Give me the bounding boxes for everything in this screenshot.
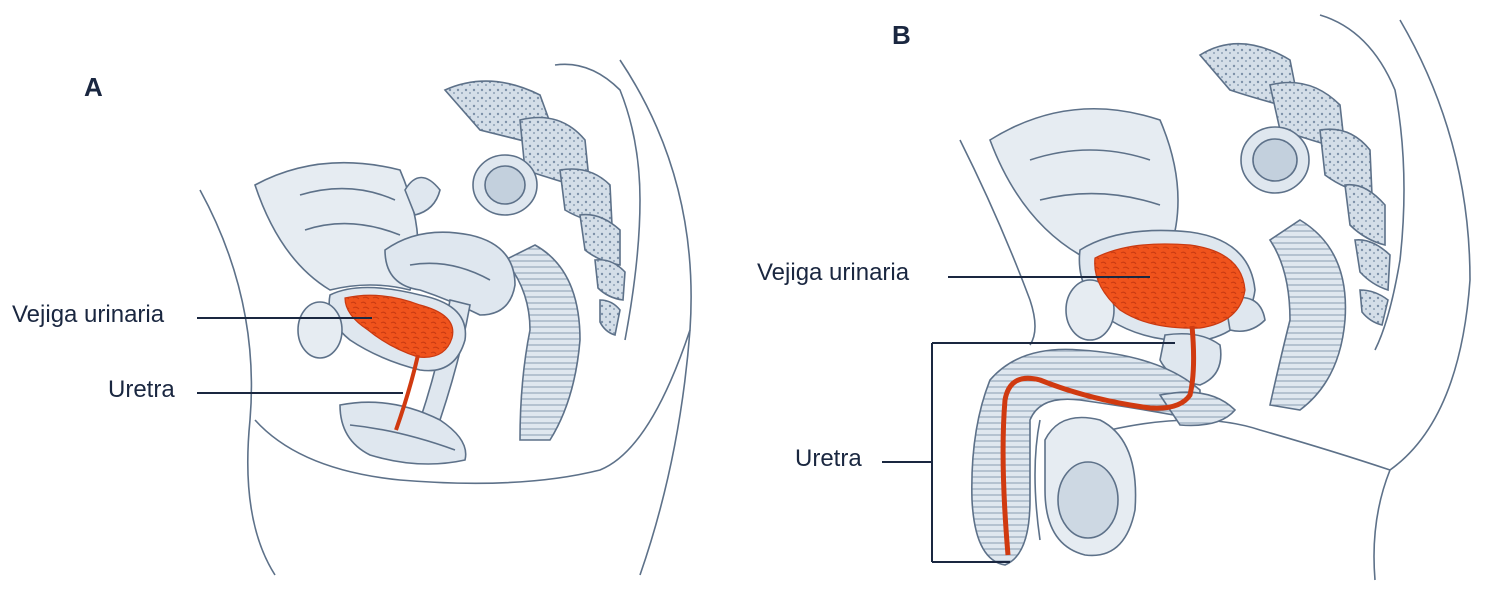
male-urethra-label: Uretra [795,445,862,472]
male-sacrum [1198,14,1405,351]
male-testis [1057,461,1119,539]
female-rectum [472,154,581,441]
female-sacrum [443,63,641,341]
panel-label-b: B [892,20,911,50]
male-urethra-bracket [882,342,1175,563]
male-bladder [1094,243,1246,329]
male-urethra [1000,325,1197,556]
panel-label-a: A [84,72,103,102]
female-urethra [394,354,420,431]
female-urethra-label: Uretra [108,376,175,403]
female-bladder [344,294,454,358]
female-body-outline [199,189,276,576]
male-penis [971,348,1201,566]
male-rectum [1240,126,1347,411]
male-bladder-label: Vejiga urinaria [757,259,910,286]
female-bladder-label: Vejiga urinaria [12,301,165,328]
